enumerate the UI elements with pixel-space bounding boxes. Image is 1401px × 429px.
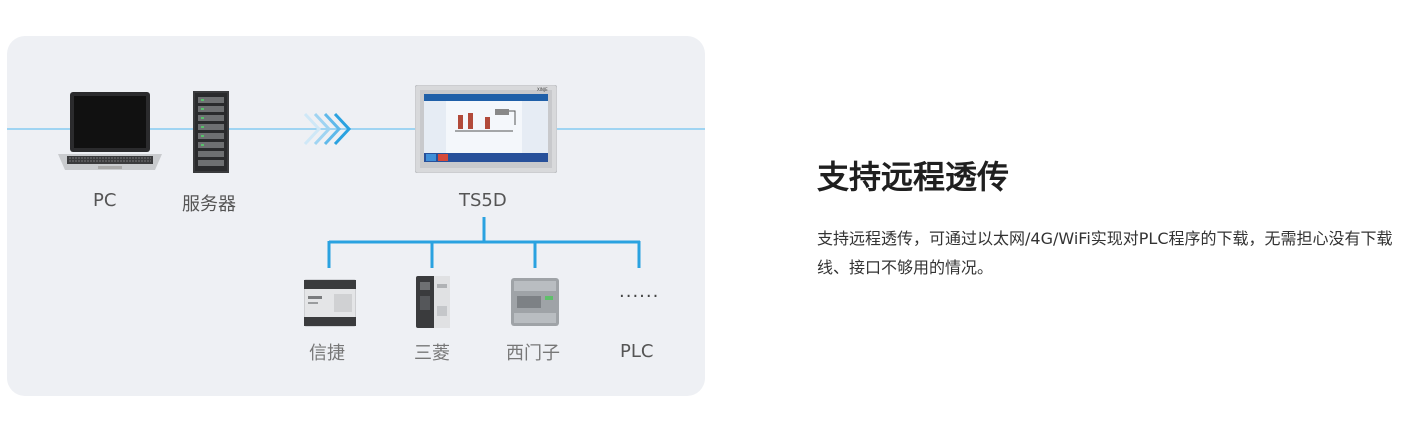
hmi-device-icon: XINJE — [415, 85, 557, 173]
siemens-plc-icon — [511, 278, 559, 326]
plc-siemens-label: 西门子 — [506, 343, 560, 364]
feature-description: 支持远程透传，可通过以太网/4G/WiFi实现对PLC程序的下载，无需担心没有下… — [817, 229, 1393, 277]
more-devices-ellipsis: ...... — [619, 281, 660, 302]
pc-label: PC — [93, 190, 117, 211]
plc-xinjie-label: 信捷 — [309, 343, 345, 364]
mitsubishi-plc-icon — [416, 276, 450, 328]
transfer-arrows-icon — [303, 112, 352, 146]
laptop-icon — [58, 92, 162, 170]
diagram-panel: XINJE ...... PC 服务 — [7, 36, 705, 396]
plc-mitsubishi-label: 三菱 — [414, 343, 450, 364]
network-line-right — [555, 128, 705, 130]
hmi-brand-text: XINJE — [537, 87, 548, 92]
server-rack-icon — [193, 91, 229, 173]
feature-title: 支持远程透传 — [817, 158, 1010, 196]
hmi-label: TS5D — [459, 190, 507, 211]
server-label: 服务器 — [182, 194, 236, 215]
xinjie-plc-icon — [304, 279, 356, 327]
plc-generic-label: PLC — [620, 341, 654, 362]
